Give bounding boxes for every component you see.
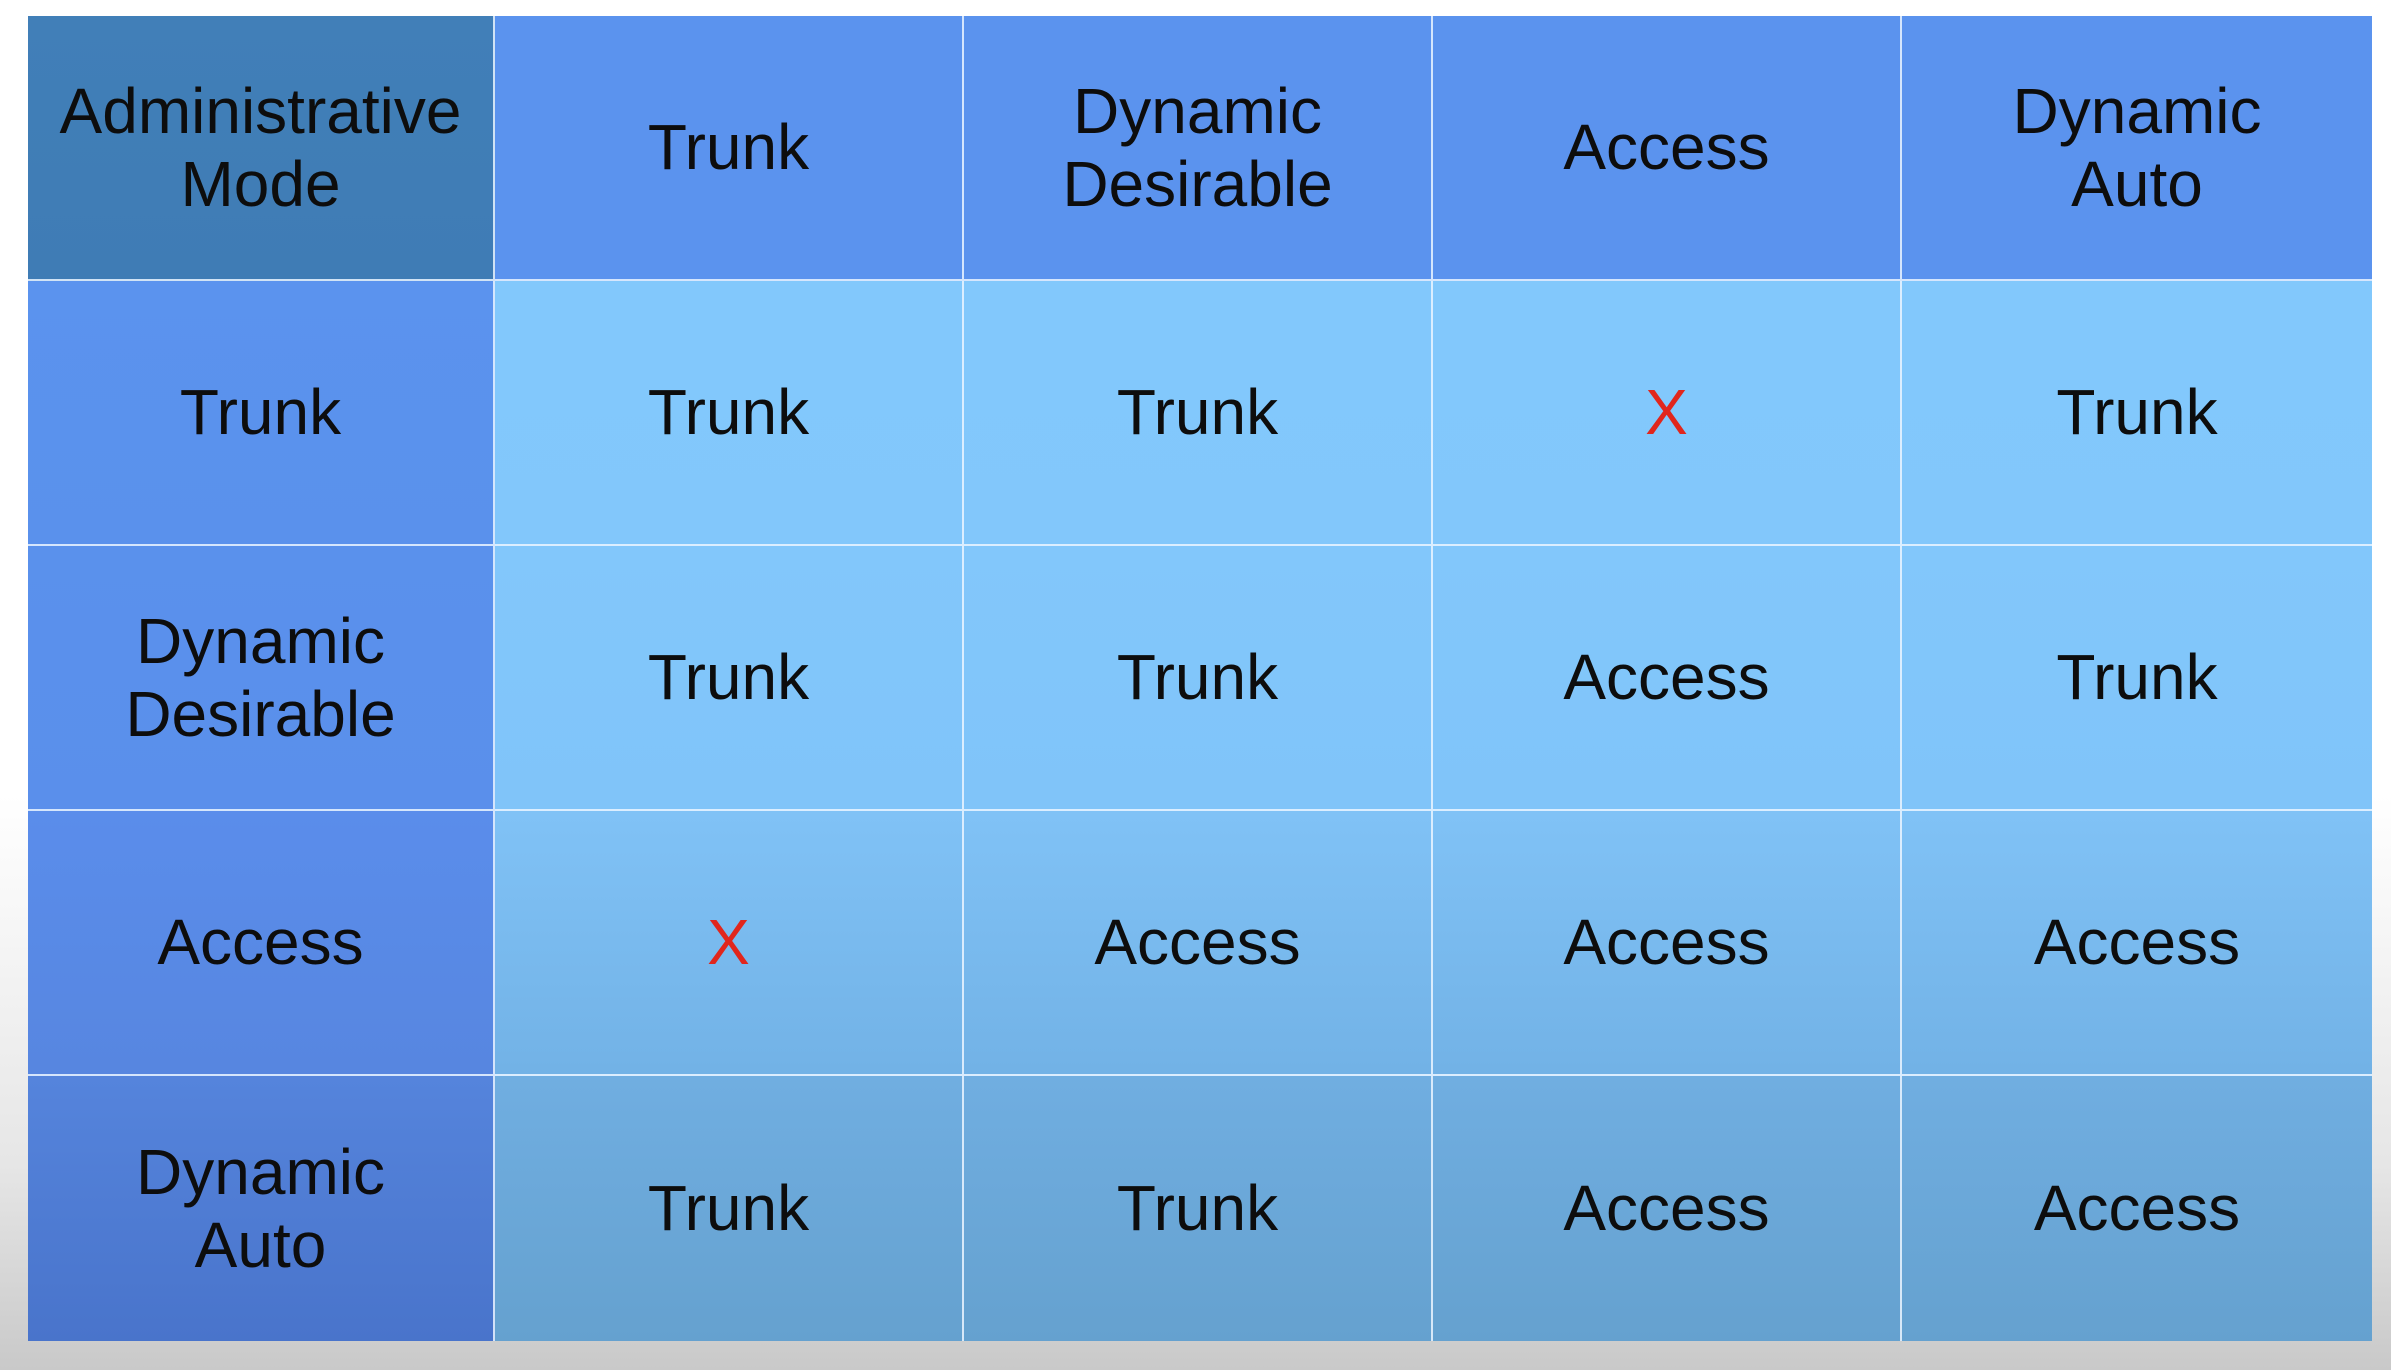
table-cell: Access: [1433, 811, 1902, 1076]
corner-header-cell: Administrative Mode: [28, 16, 495, 281]
table-cell: Trunk: [495, 546, 964, 811]
column-header-dynamic-desirable: Dynamic Desirable: [964, 16, 1433, 281]
table-cell: Trunk: [964, 281, 1433, 546]
row-header-trunk: Trunk: [28, 281, 495, 546]
row-header-access: Access: [28, 811, 495, 1076]
table-cell: Access: [1902, 811, 2372, 1076]
column-header-dynamic-auto: Dynamic Auto: [1902, 16, 2372, 281]
column-header-trunk: Trunk: [495, 16, 964, 281]
table-cell: Trunk: [964, 1076, 1433, 1341]
table-cell: Trunk: [1902, 546, 2372, 811]
table-cell: Trunk: [1902, 281, 2372, 546]
table-cell: Trunk: [495, 1076, 964, 1341]
table-cell: Trunk: [964, 546, 1433, 811]
table-cell: Access: [1433, 546, 1902, 811]
table-cell-x-mark: X: [1433, 281, 1902, 546]
column-header-access: Access: [1433, 16, 1902, 281]
row-header-dynamic-auto: Dynamic Auto: [28, 1076, 495, 1341]
row-header-dynamic-desirable: Dynamic Desirable: [28, 546, 495, 811]
table-cell-x-mark: X: [495, 811, 964, 1076]
table-cell: Trunk: [495, 281, 964, 546]
table-cell: Access: [1902, 1076, 2372, 1341]
table-cell: Access: [964, 811, 1433, 1076]
table-cell: Access: [1433, 1076, 1902, 1341]
dtp-mode-table: Administrative Mode Trunk Dynamic Desira…: [28, 16, 2372, 1341]
